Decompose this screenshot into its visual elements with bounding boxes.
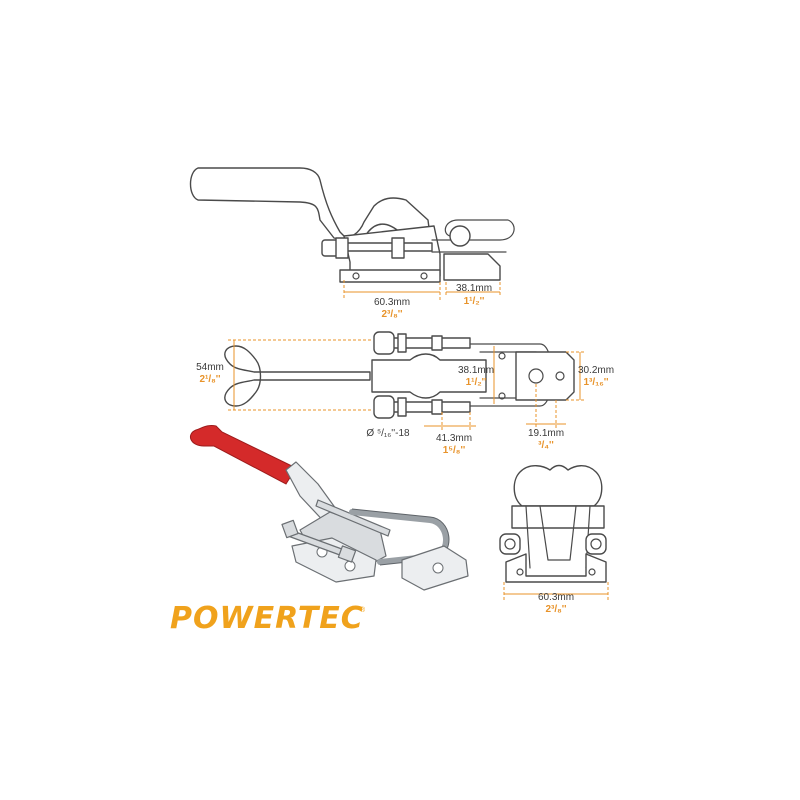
top-nut-upper-right	[431, 335, 443, 351]
side-threaded-rod	[341, 242, 433, 252]
top-body	[371, 353, 487, 399]
top-catch-width-mm: 30.2mm	[578, 365, 614, 376]
top-nut-lower-right	[431, 399, 443, 415]
side-u-hook	[431, 219, 515, 253]
front-base	[505, 553, 607, 583]
side-latch-width-inch: 1¹/₂''	[464, 296, 485, 307]
side-base-hole-right	[420, 272, 428, 280]
top-height-mm: 54mm	[196, 362, 224, 373]
top-catch-hole	[528, 368, 544, 384]
front-body	[511, 505, 605, 529]
side-base-hole-left	[352, 272, 360, 280]
front-nut-right	[585, 533, 607, 555]
top-hole-2	[498, 392, 506, 400]
top-height-inch: 2¹/₈''	[199, 374, 220, 385]
base-plate	[291, 537, 377, 583]
handle-grip-icon	[189, 425, 297, 485]
logo-text: POWERTEC	[170, 601, 364, 636]
top-nut-upper-left	[373, 331, 395, 355]
front-nut-left	[499, 533, 521, 555]
top-catch-plate	[515, 351, 575, 401]
top-hole-spacing-mm: 41.3mm	[436, 433, 472, 444]
side-base-width-mm: 60.3mm	[374, 297, 410, 308]
top-catch-offset-inch: ³/₄''	[538, 440, 554, 451]
side-nut-right	[391, 237, 405, 259]
top-hole-1	[498, 352, 506, 360]
front-base-width-inch: 2³/₈''	[545, 604, 566, 615]
side-handle	[189, 167, 431, 249]
thread-size-label: Ø ⁵/₁₆''-18	[366, 428, 410, 439]
top-catch-slot	[555, 371, 565, 381]
logo-trademark: ®	[360, 606, 366, 614]
nut-icon	[281, 519, 299, 539]
front-handle	[513, 464, 603, 507]
nut-icon	[337, 545, 357, 563]
product-photo	[189, 425, 469, 591]
base-hole-icon	[344, 560, 356, 572]
side-catch-plate	[443, 253, 501, 281]
catch-hole-icon	[432, 562, 444, 574]
top-nut-lower-left	[373, 395, 395, 419]
side-view: 60.3mm 2³/₈'' 38.1mm 1¹/₂''	[189, 167, 515, 320]
top-hole-spacing-inch: 1⁵/₈''	[443, 445, 465, 456]
side-hook-roller	[449, 225, 471, 247]
front-nut-left-inner	[504, 538, 516, 550]
top-hook-span-inch: 1¹/₂''	[466, 377, 487, 388]
top-hook-span-mm: 38.1mm	[458, 365, 494, 376]
top-nut-lower-mid	[397, 397, 407, 417]
front-view: 60.3mm 2³/₈''	[499, 464, 609, 615]
powertec-logo: POWERTEC ®	[170, 601, 366, 636]
top-catch-offset-mm: 19.1mm	[528, 428, 564, 439]
top-nut-upper-mid	[397, 333, 407, 353]
front-base-hole-right	[588, 568, 596, 576]
side-latch-width-mm: 38.1mm	[456, 283, 492, 294]
side-nut-inner	[335, 237, 349, 259]
front-base-hole-left	[516, 568, 524, 576]
threaded-rod-upper	[315, 499, 391, 537]
side-base-plate	[339, 269, 441, 283]
top-catch-width-inch: 1³/₁₆''	[583, 377, 608, 388]
top-view: 54mm 2¹/₈'' 38.1mm 1¹/₂'' 30.2mm 1³/₁₆''…	[196, 331, 614, 456]
front-base-width-mm: 60.3mm	[538, 592, 574, 603]
side-base-width-inch: 2³/₈''	[381, 309, 402, 320]
front-nut-right-inner	[590, 538, 602, 550]
top-handle	[224, 345, 371, 407]
